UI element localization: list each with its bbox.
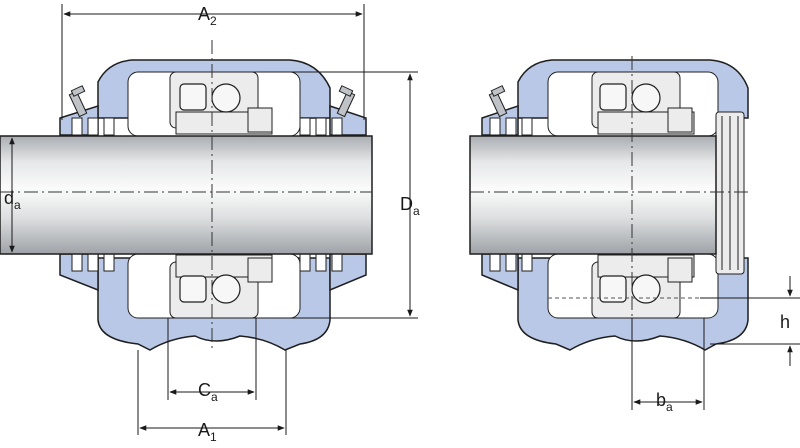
grease-nipple-right-icon: [336, 85, 356, 118]
grease-nipple-left-icon: [68, 85, 88, 118]
label-a2: A2: [198, 4, 217, 28]
roller-top-left-right: [599, 83, 627, 111]
roller-bottom-left-right: [599, 275, 627, 303]
ball-top-right-right: [631, 83, 661, 113]
lock-nut-bottom: [247, 257, 273, 283]
shaft-right: [469, 135, 717, 255]
right-view: [469, 59, 749, 351]
grease-nipple-right-view-icon: [488, 85, 508, 118]
left-view: [0, 59, 373, 351]
centerlines: [0, 40, 752, 350]
label-da-small: da: [4, 188, 21, 212]
label-h: h: [780, 312, 790, 332]
lock-nut-bottom-right: [667, 257, 693, 283]
ball-bottom-right: [211, 274, 241, 304]
lock-nut-top-right: [667, 107, 693, 133]
ball-bottom-right-right: [631, 274, 661, 304]
label-ca: Ca: [198, 380, 218, 404]
lock-nut-top: [247, 107, 273, 133]
dimension-lines: [2, 4, 800, 435]
ball-top-right: [211, 83, 241, 113]
shaft-left: [0, 135, 373, 255]
label-ba: ba: [656, 390, 673, 414]
label-a1: A1: [198, 420, 217, 444]
roller-bottom-left: [179, 275, 207, 303]
label-da-large: Da: [400, 194, 420, 218]
roller-top-left: [179, 83, 207, 111]
